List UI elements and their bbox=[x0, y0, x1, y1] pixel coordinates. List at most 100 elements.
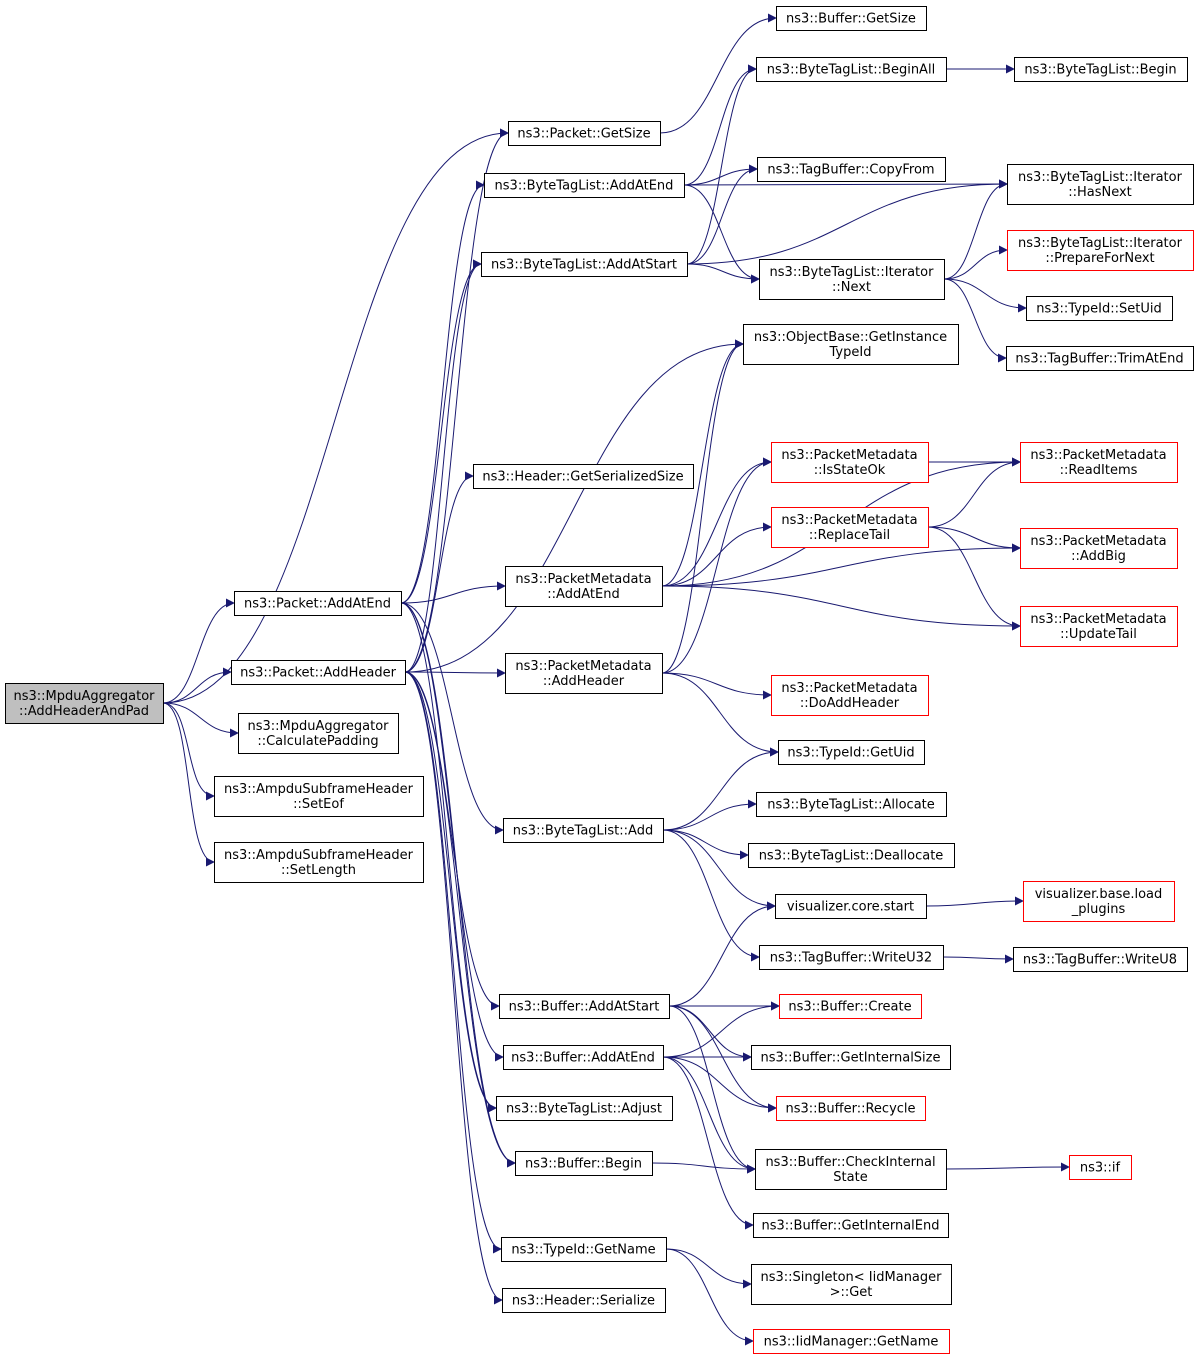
node-btl_add[interactable]: ns3::ByteTagList::Add bbox=[503, 818, 664, 843]
node-buffer_addatend[interactable]: ns3::Buffer::AddAtEnd bbox=[503, 1045, 664, 1070]
node-buffer_getinternalend[interactable]: ns3::Buffer::GetInternalEnd bbox=[753, 1213, 949, 1238]
node-mpdu_calcpad[interactable]: ns3::MpduAggregator::CalculatePadding bbox=[238, 713, 399, 754]
node-pm_addbig[interactable]: ns3::PacketMetadata::AddBig bbox=[1020, 528, 1178, 569]
node-header_serialize[interactable]: ns3::Header::Serialize bbox=[502, 1288, 666, 1313]
node-typeid_setuid[interactable]: ns3::TypeId::SetUid bbox=[1026, 296, 1173, 321]
node-ampdu_setlength[interactable]: ns3::AmpduSubframeHeader::SetLength bbox=[214, 842, 424, 883]
node-pm_addatend[interactable]: ns3::PacketMetadata::AddAtEnd bbox=[505, 566, 663, 607]
node-label: ::DoAddHeader bbox=[800, 696, 900, 711]
node-pm_readitems[interactable]: ns3::PacketMetadata::ReadItems bbox=[1020, 442, 1178, 483]
node-label: State bbox=[833, 1170, 867, 1185]
node-box bbox=[1007, 230, 1194, 271]
edge-pm_addatend-to-pm_addbig bbox=[661, 543, 1021, 587]
node-btl_iter_preparefornext[interactable]: ns3::ByteTagList::Iterator::PrepareForNe… bbox=[1007, 230, 1194, 271]
node-label: ns3::PacketMetadata bbox=[1030, 448, 1166, 463]
node-btl_iter_next[interactable]: ns3::ByteTagList::Iterator::Next bbox=[759, 259, 945, 300]
edge-packet_addatend-to-btl_adjust bbox=[400, 602, 497, 1113]
node-viz_base_loadplugins[interactable]: visualizer.base.load_plugins bbox=[1023, 881, 1175, 922]
node-label: ns3::AmpduSubframeHeader bbox=[224, 782, 414, 797]
node-buffer_begin[interactable]: ns3::Buffer::Begin bbox=[515, 1151, 653, 1176]
node-viz_core_start[interactable]: visualizer.core.start bbox=[775, 894, 927, 919]
node-pm_isstateok[interactable]: ns3::PacketMetadata::IsStateOk bbox=[771, 442, 929, 483]
node-buffer_recycle[interactable]: ns3::Buffer::Recycle bbox=[776, 1096, 926, 1121]
node-tagbuffer_writeu32[interactable]: ns3::TagBuffer::WriteU32 bbox=[759, 945, 944, 970]
node-label: ns3::ByteTagList::AddAtEnd bbox=[495, 179, 674, 194]
node-btl_addatstart[interactable]: ns3::ByteTagList::AddAtStart bbox=[481, 252, 688, 277]
node-btl_beginall[interactable]: ns3::ByteTagList::BeginAll bbox=[756, 57, 947, 82]
edge-packet_addatend-to-btl_add bbox=[400, 602, 504, 835]
node-packet_getsize[interactable]: ns3::Packet::GetSize bbox=[508, 121, 661, 146]
node-label: ns3::TagBuffer::TrimAtEnd bbox=[1015, 352, 1183, 367]
node-pm_replacetail[interactable]: ns3::PacketMetadata::ReplaceTail bbox=[771, 507, 929, 548]
edge-btl_addatstart-to-btl_iter_hasnext bbox=[686, 179, 1008, 265]
node-ns3_if[interactable]: ns3::if bbox=[1069, 1155, 1132, 1180]
node-pm_doaddheader[interactable]: ns3::PacketMetadata::DoAddHeader bbox=[771, 675, 929, 716]
edge-packet_addatend-to-btl_addatstart bbox=[400, 259, 482, 604]
edge-pm_addatend-to-pm_updatetail bbox=[661, 585, 1021, 631]
node-label: ns3::ByteTagList::Begin bbox=[1024, 63, 1176, 78]
edge-buffer_addatend-to-buffer_create bbox=[662, 1001, 780, 1058]
edge-btl_add-to-typeid_getuid bbox=[662, 747, 779, 831]
node-iidmanager_getname[interactable]: ns3::IidManager::GetName bbox=[753, 1329, 950, 1354]
node-pm_addheader[interactable]: ns3::PacketMetadata::AddHeader bbox=[505, 653, 663, 694]
node-buffer_addatstart[interactable]: ns3::Buffer::AddAtStart bbox=[499, 994, 670, 1019]
node-btl_iter_hasnext[interactable]: ns3::ByteTagList::Iterator::HasNext bbox=[1007, 164, 1194, 205]
edge-packet_addheader-to-packet_getsize bbox=[404, 128, 509, 673]
node-box bbox=[502, 1288, 666, 1313]
node-ampdu_seteof[interactable]: ns3::AmpduSubframeHeader::SetEof bbox=[214, 776, 424, 817]
node-typeid_getname[interactable]: ns3::TypeId::GetName bbox=[501, 1237, 667, 1262]
node-btl_deallocate[interactable]: ns3::ByteTagList::Deallocate bbox=[748, 843, 955, 868]
node-box bbox=[499, 994, 670, 1019]
node-pm_updatetail[interactable]: ns3::PacketMetadata::UpdateTail bbox=[1020, 606, 1178, 647]
node-label: ::IsStateOk bbox=[814, 463, 886, 478]
edge-btl_addatend-to-btl_beginall bbox=[683, 64, 757, 186]
node-box bbox=[771, 507, 929, 548]
node-root[interactable]: ns3::MpduAggregator::AddHeaderAndPad bbox=[5, 683, 164, 724]
node-tagbuffer_copyfrom[interactable]: ns3::TagBuffer::CopyFrom bbox=[757, 157, 946, 182]
node-box bbox=[1020, 528, 1178, 569]
edge-btl_iter_next-to-btl_iter_hasnext bbox=[943, 179, 1008, 280]
node-btl_allocate[interactable]: ns3::ByteTagList::Allocate bbox=[756, 792, 947, 817]
node-packet_addheader[interactable]: ns3::Packet::AddHeader bbox=[231, 660, 406, 685]
node-box bbox=[481, 252, 688, 277]
node-label: ::PrepareForNext bbox=[1045, 251, 1154, 266]
node-tagbuffer_trimatend[interactable]: ns3::TagBuffer::TrimAtEnd bbox=[1006, 346, 1194, 371]
edge-pm_addatend-to-objectbase_getinstancetypeid bbox=[661, 339, 744, 587]
node-box bbox=[515, 1151, 653, 1176]
edge-pm_replacetail-to-pm_updatetail bbox=[927, 526, 1021, 631]
node-packet_addatend[interactable]: ns3::Packet::AddAtEnd bbox=[234, 591, 402, 616]
node-header_getserializedsize[interactable]: ns3::Header::GetSerializedSize bbox=[473, 464, 694, 489]
node-box bbox=[1026, 296, 1173, 321]
edge-btl_iter_next-to-btl_iter_preparefornext bbox=[943, 245, 1008, 280]
edge-viz_core_start-to-viz_base_loadplugins bbox=[925, 896, 1024, 907]
node-box bbox=[771, 675, 929, 716]
node-box bbox=[1006, 346, 1194, 371]
node-buffer_create[interactable]: ns3::Buffer::Create bbox=[779, 994, 922, 1019]
node-buffer_getsize[interactable]: ns3::Buffer::GetSize bbox=[776, 6, 927, 31]
edge-root-to-packet_addheader bbox=[162, 667, 232, 704]
edge-root-to-ampdu_setlength bbox=[162, 702, 215, 867]
node-box bbox=[501, 1237, 667, 1262]
node-typeid_getuid[interactable]: ns3::TypeId::GetUid bbox=[778, 740, 925, 765]
node-label: ns3::PacketMetadata bbox=[515, 572, 651, 587]
node-box bbox=[496, 1096, 673, 1121]
node-label: ns3::ByteTagList::AddAtStart bbox=[491, 258, 677, 273]
node-tagbuffer_writeu8[interactable]: ns3::TagBuffer::WriteU8 bbox=[1013, 947, 1188, 972]
node-label: ns3::Buffer::Create bbox=[788, 1000, 911, 1015]
node-btl_adjust[interactable]: ns3::ByteTagList::Adjust bbox=[496, 1096, 673, 1121]
edge-packet_getsize-to-buffer_getsize bbox=[659, 13, 777, 134]
edge-packet_addheader-to-buffer_begin bbox=[404, 671, 516, 1168]
edge-packet_addheader-to-typeid_getname bbox=[404, 671, 502, 1254]
node-label: ns3::ByteTagList::Iterator bbox=[1018, 236, 1183, 251]
node-box bbox=[505, 653, 663, 694]
node-singleton_get[interactable]: ns3::Singleton< IidManager>::Get bbox=[751, 1264, 952, 1305]
edge-pm_addheader-to-pm_isstateok bbox=[661, 457, 772, 674]
node-buffer_getinternalsize[interactable]: ns3::Buffer::GetInternalSize bbox=[751, 1045, 951, 1070]
node-box bbox=[778, 740, 925, 765]
node-btl_begin[interactable]: ns3::ByteTagList::Begin bbox=[1014, 57, 1188, 82]
node-box bbox=[759, 259, 945, 300]
node-btl_addatend[interactable]: ns3::ByteTagList::AddAtEnd bbox=[484, 173, 685, 198]
edge-buffer_addatend-to-buffer_recycle bbox=[662, 1056, 777, 1113]
